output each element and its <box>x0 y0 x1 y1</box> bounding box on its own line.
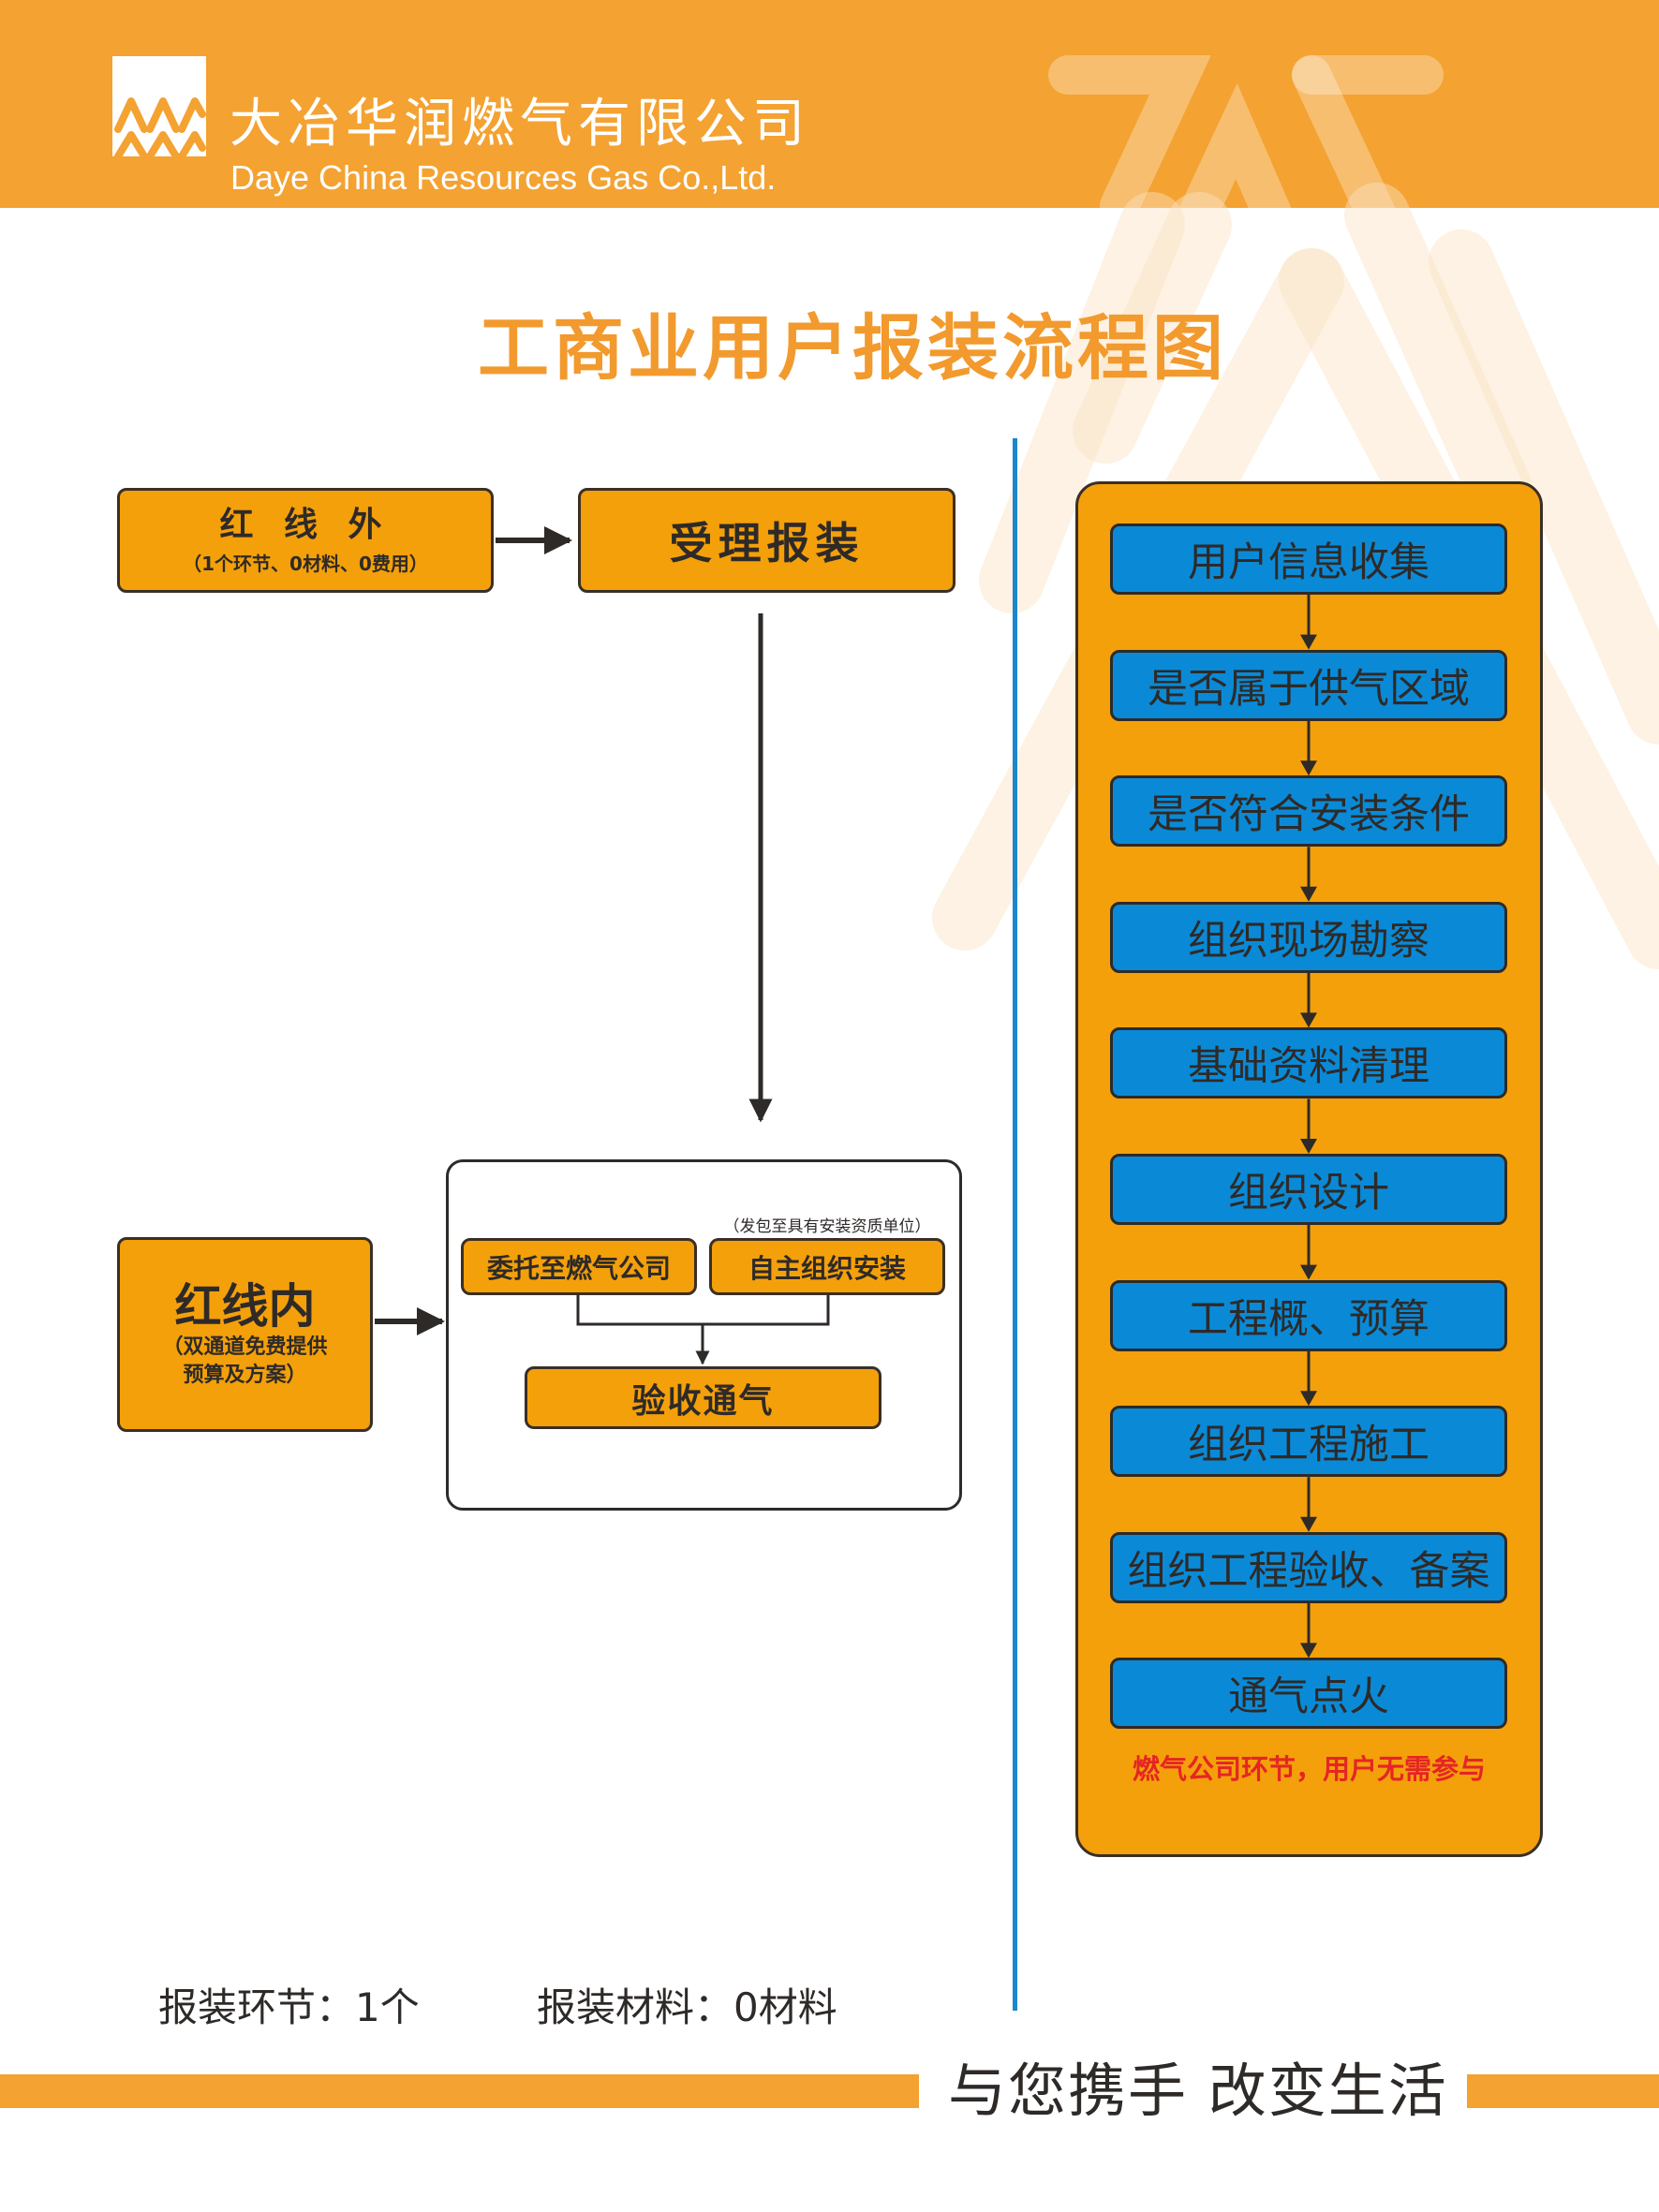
step-arrow-head <box>1300 1516 1317 1532</box>
company-logo <box>112 56 206 160</box>
step-box: 工程概、预算 <box>1110 1279 1507 1351</box>
delegate-to-gas-company-box: 委托至燃气公司 <box>461 1238 697 1295</box>
step-box: 通气点火 <box>1110 1658 1507 1730</box>
step-box: 组织现场勘察 <box>1110 901 1507 973</box>
step-box: 组织工程施工 <box>1110 1406 1507 1478</box>
step-arrow-head <box>1300 760 1317 776</box>
step-arrow-head <box>1300 1391 1317 1407</box>
acceptance-gas-on-box: 验收通气 <box>525 1366 881 1429</box>
step-arrow-head <box>1300 634 1317 650</box>
vertical-divider <box>1013 438 1017 2011</box>
stat-steps: 报装环节：1个 <box>158 1984 420 2030</box>
panel-note: 燃气公司环节，用户无需参与 <box>1132 1753 1486 1785</box>
inside-red-line-subtitle-2: 预算及方案） <box>183 1363 307 1387</box>
footer-band-left <box>0 2074 919 2108</box>
inside-red-line-box: 红线内 （双通道免费提供 预算及方案） <box>117 1237 373 1432</box>
self-install-box: 自主组织安装 <box>709 1238 945 1295</box>
step-box: 是否属于供气区域 <box>1110 649 1507 721</box>
step-box: 组织设计 <box>1110 1154 1507 1225</box>
company-name-en: Daye China Resources Gas Co.,Ltd. <box>230 158 777 197</box>
page-title: 工商业用户报装流程图 <box>478 306 1227 390</box>
outside-red-line-box: 红 线 外 （1个环节、0材料、0费用） <box>117 488 494 593</box>
outside-red-line-subtitle: （1个环节、0材料、0费用） <box>183 553 428 576</box>
stat-materials: 报装材料：0材料 <box>537 1984 837 2030</box>
step-box: 是否符合安装条件 <box>1110 775 1507 848</box>
step-box: 组织工程验收、备案 <box>1110 1531 1507 1603</box>
footer-slogan: 与您携手 改变生活 <box>948 2057 1448 2125</box>
footer-band-right <box>1467 2074 1659 2108</box>
company-name-cn: 大冶华润燃气有限公司 <box>230 94 810 155</box>
step-arrow-head <box>1300 1139 1317 1154</box>
self-install-note: （发包至具有安装资质单位） <box>723 1217 931 1236</box>
step-arrow-head <box>1300 1643 1317 1659</box>
step-arrow-head <box>1300 1012 1317 1028</box>
header-banner <box>0 0 1659 208</box>
outside-red-line-title: 红 线 外 <box>219 505 392 544</box>
accept-application-box: 受理报装 <box>578 488 955 593</box>
step-arrow-head <box>1300 1264 1317 1280</box>
mountain-chevrons-icon <box>114 97 206 160</box>
step-box: 基础资料清理 <box>1110 1027 1507 1099</box>
inside-red-line-subtitle-1: （双通道免费提供 <box>162 1335 328 1360</box>
step-arrow-head <box>1300 886 1317 902</box>
step-box: 用户信息收集 <box>1110 524 1507 595</box>
inside-red-line-title: 红线内 <box>174 1278 316 1334</box>
